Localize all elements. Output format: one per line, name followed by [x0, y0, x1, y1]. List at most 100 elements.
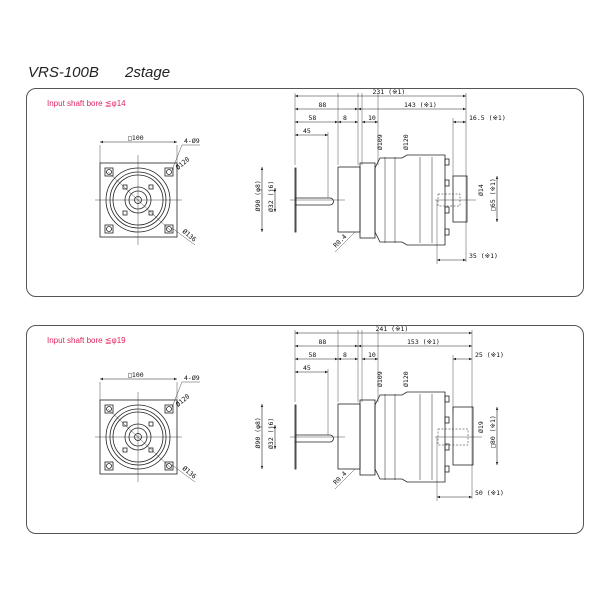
- housing-diameter-label: Ø120: [402, 134, 410, 150]
- shaft-diameter-dim-label: Ø32 (j6): [267, 181, 275, 212]
- flange-thickness-dim-label: 10: [368, 351, 376, 359]
- overall-length-dim-label: 241 (※1): [376, 325, 409, 333]
- output-flange: [452, 406, 474, 466]
- output-bore-hidden: [437, 428, 469, 446]
- flange-thickness-dim-label: 10: [368, 114, 376, 122]
- bolt-head: [444, 465, 450, 473]
- spigot-dim-label: 8: [343, 351, 347, 359]
- bolt-head: [444, 228, 450, 236]
- leader: [171, 464, 196, 483]
- output-flange-dim-label: □65 (※1): [489, 178, 497, 211]
- output-bore-hidden: [437, 193, 461, 207]
- mounting-hole: [106, 406, 112, 412]
- input-shaft: [295, 434, 334, 443]
- gearbox-body: [374, 154, 446, 246]
- body-length-dim-label: 153 (※1): [407, 338, 440, 346]
- square-dim-label: □100: [128, 134, 144, 142]
- motor-flange: [359, 162, 376, 239]
- bolt-head: [444, 395, 450, 403]
- leader: [171, 227, 196, 246]
- pcd-line: [107, 408, 173, 470]
- outer-diameter-label: Ø136: [181, 227, 198, 243]
- pcd-line: [107, 171, 173, 233]
- mounting-hole: [106, 169, 112, 175]
- panel-2stage-large-bore: Input shaft bore ≦φ19: [26, 325, 584, 534]
- mounting-hole: [164, 461, 174, 471]
- arrow-head: [453, 120, 466, 124]
- adapter-length-dim-label: 58: [309, 114, 317, 122]
- holes-label: 4-Ø9: [184, 137, 200, 145]
- leader: [171, 381, 183, 408]
- shaft-length-dim-label: 45: [303, 364, 311, 372]
- motor-pilot-dim-label: Ø90 (φ8): [254, 180, 262, 211]
- leader: [171, 144, 183, 171]
- leader: [334, 468, 356, 490]
- housing-diameter-label: Ø120: [402, 371, 410, 387]
- drawing-title: VRS-100B 2stage: [28, 64, 192, 81]
- tap-hole: [148, 210, 154, 216]
- mounting-hole: [166, 463, 172, 469]
- mounting-hole: [104, 404, 114, 414]
- input-bore-note: Input shaft bore ≦φ14: [47, 99, 126, 108]
- mounting-hole: [166, 169, 172, 175]
- arrow-head: [437, 258, 466, 262]
- tap-hole: [122, 184, 128, 190]
- output-bore-label: Ø19: [477, 421, 485, 433]
- mounting-hole: [106, 226, 112, 232]
- tap-hole: [148, 421, 154, 427]
- model-name: VRS-100B: [28, 64, 99, 81]
- motor-flange: [359, 399, 376, 476]
- bolt-head: [444, 416, 450, 424]
- mounting-hole: [104, 461, 114, 471]
- mounting-hole: [166, 406, 172, 412]
- tap-hole: [148, 184, 154, 190]
- gearbox-body: [374, 391, 446, 483]
- output-flange-dim-label: □80 (※1): [489, 415, 497, 448]
- tap-hole: [122, 447, 128, 453]
- mounting-hole: [106, 463, 112, 469]
- tap-hole: [148, 447, 154, 453]
- spigot-dim-label: 8: [343, 114, 347, 122]
- body-diameter-label: Ø109: [376, 134, 384, 150]
- body-diameter-label: Ø109: [376, 371, 384, 387]
- stage-label: 2stage: [125, 64, 171, 81]
- mounting-hole: [104, 167, 114, 177]
- tap-hole: [122, 421, 128, 427]
- square-dim-label: □100: [128, 371, 144, 379]
- bolt-head: [444, 158, 450, 166]
- input-bore-note: Input shaft bore ≦φ19: [47, 336, 126, 345]
- overall-length-dim-label: 231 (※1): [373, 88, 406, 96]
- tap-hole: [122, 210, 128, 216]
- motor-side-length-dim-label: 88: [319, 101, 327, 109]
- output-length-dim-label: 25 (※1): [475, 351, 504, 359]
- body-length-dim-label: 143 (※1): [404, 101, 437, 109]
- side-view: 231 (※1) 88 143 (※1) 58 8 10 45 16.5 (※1) 35 (※1…: [254, 88, 506, 264]
- shaft-length-dim-label: 45: [303, 127, 311, 135]
- leader: [334, 231, 356, 253]
- panel-2stage-small-bore: Input shaft bore ≦φ14: [26, 88, 584, 297]
- output-depth-dim-label: 35 (※1): [469, 252, 498, 260]
- bolt-head: [444, 179, 450, 187]
- motor-pilot-dim-label: Ø90 (φ8): [254, 417, 262, 448]
- mounting-hole: [104, 224, 114, 234]
- bolt-head: [444, 443, 450, 451]
- shaft-diameter-dim-label: Ø32 (j6): [267, 418, 275, 449]
- motor-side-length-dim-label: 88: [319, 338, 327, 346]
- input-shaft: [295, 197, 334, 206]
- output-length-dim-label: 16.5 (※1): [469, 114, 506, 122]
- mounting-hole: [164, 167, 174, 177]
- adapter-length-dim-label: 58: [309, 351, 317, 359]
- mounting-hole: [164, 224, 174, 234]
- holes-label: 4-Ø9: [184, 374, 200, 382]
- adapter-block: [337, 166, 361, 233]
- outer-diameter-label: Ø136: [181, 464, 198, 480]
- output-flange: [452, 175, 468, 223]
- adapter-block: [337, 403, 361, 470]
